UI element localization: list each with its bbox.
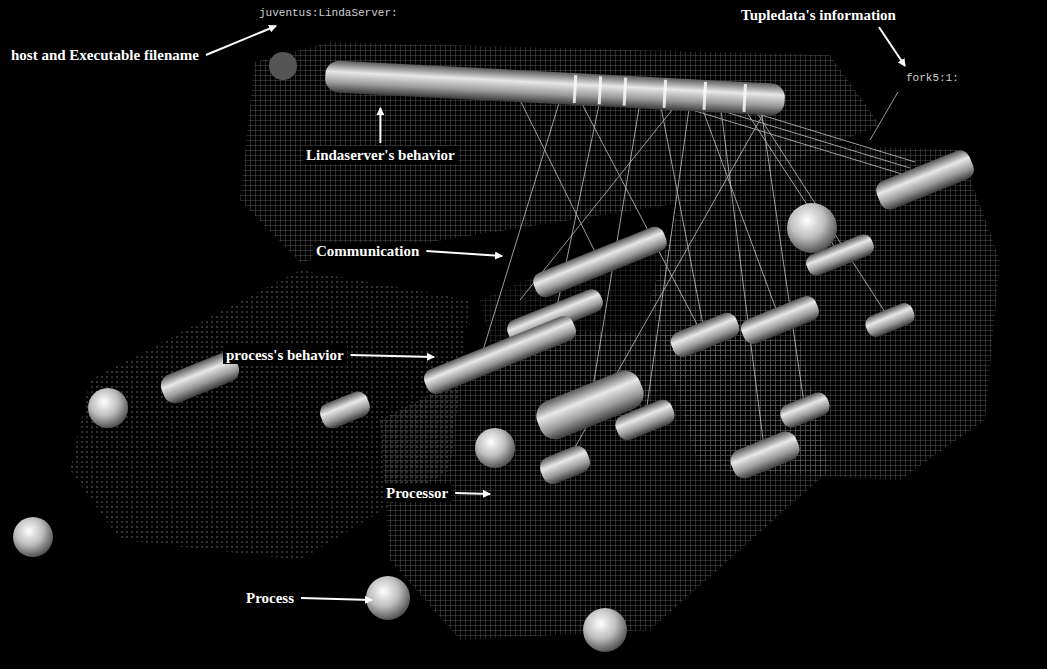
annotation-label: Communication <box>313 242 422 260</box>
leader-arrow <box>426 251 502 256</box>
leader-arrow <box>879 27 905 66</box>
annotation-label: Lindaserver's behavior <box>303 146 458 164</box>
leader-arrow <box>301 598 372 600</box>
leader-arrow <box>379 108 381 143</box>
annotation-label: Tupledata's information <box>738 6 899 24</box>
annotation-label: Processor <box>383 484 451 502</box>
tuple-text: juventus:LindaServer: <box>256 7 401 20</box>
annotation-label: host and Executable filename <box>8 46 202 64</box>
leader-arrow <box>455 493 490 494</box>
leader-arrow <box>351 355 434 357</box>
annotation-label: process's behavior <box>223 346 347 364</box>
leader-arrow <box>206 26 276 55</box>
annotation-label: Process <box>243 589 297 607</box>
tuple-text: fork5:1: <box>903 72 962 85</box>
